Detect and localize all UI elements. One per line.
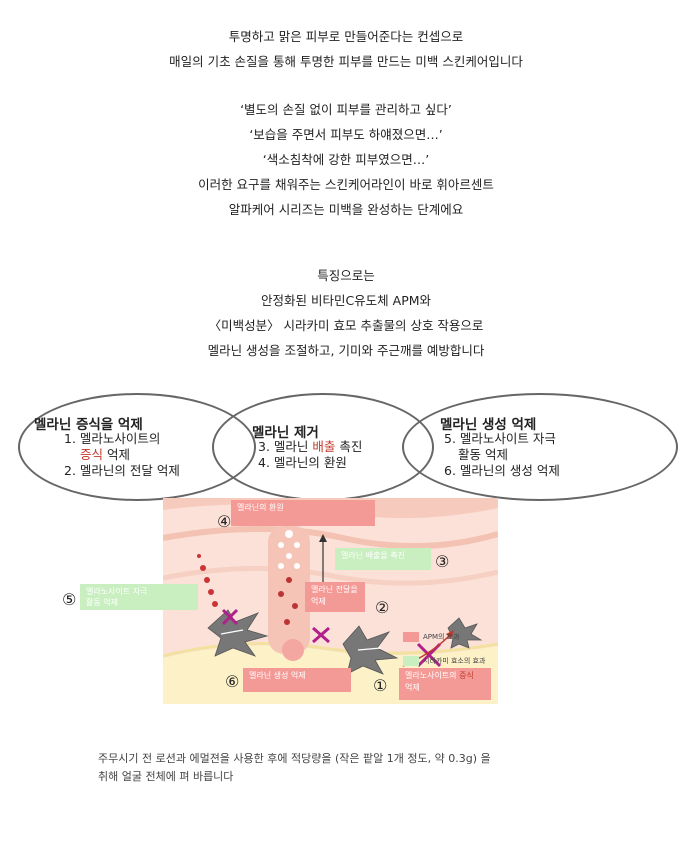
- intro-block-2: ‘별도의 손질 없이 피부를 관리하고 싶다’ ‘보습을 주면서 피부도 하얘졌…: [0, 97, 692, 222]
- oval-right-title: 멜라닌 생성 억제: [440, 417, 537, 433]
- oval-middle-title: 멜라닌 제거: [252, 425, 319, 441]
- step-number-4: ④: [217, 512, 232, 531]
- label-production-inhibition: 멜라닌 생성 억제: [243, 668, 351, 692]
- oval-left-title: 멜라닌 증식을 억제: [34, 417, 143, 433]
- intro-block-3: 특징으로는 안정화된 비타민C유도체 APM와 〈미백성분〉 시라카미 효모 추…: [0, 263, 692, 363]
- oval-left-line1: 1. 멜라노사이트의: [64, 431, 161, 446]
- legend-shirakami-swatch: [403, 656, 419, 666]
- oval-right-line1: 5. 멜라노사이트 자극: [444, 431, 556, 446]
- intro-block-1: 투명하고 맑은 피부로 만들어준다는 컨셉으로 매일의 기초 손질을 통해 투명…: [0, 24, 692, 74]
- intro-line: ‘색소침착에 강한 피부였으면…’: [262, 152, 430, 167]
- oval-right-line3: 6. 멜라닌의 생성 억제: [444, 463, 560, 478]
- oval-right-line2: 활동 억제: [458, 447, 508, 462]
- label-excretion-promotion: 멜라닌 배출을 촉진: [335, 548, 431, 570]
- step-number-1: ①: [373, 676, 388, 695]
- oval-left-line3: 2. 멜라닌의 전달 억제: [64, 463, 180, 478]
- intro-line: 〈미백성분〉 시라카미 효모 추출물의 상호 작용으로: [208, 318, 484, 333]
- intro-line: 멜라닌 생성을 조절하고, 기미와 주근깨를 예방합니다: [207, 343, 485, 358]
- intro-line: 투명하고 맑은 피부로 만들어준다는 컨셉으로: [228, 29, 464, 44]
- oval-middle-line2: 4. 멜라닌의 환원: [258, 455, 347, 470]
- step-number-6: ⑥: [225, 672, 240, 691]
- step-number-5: ⑤: [62, 590, 77, 609]
- intro-line: 알파케어 시리즈는 미백을 완성하는 단계에요: [228, 202, 464, 217]
- highlight-proliferation: 증식: [80, 447, 104, 462]
- intro-line: 이러한 요구를 채워주는 스킨케어라인이 바로 휘아르센트: [198, 177, 494, 192]
- intro-line: 안정화된 비타민C유도체 APM와: [260, 293, 432, 308]
- step-number-3: ③: [435, 552, 450, 571]
- oval-middle-line1: 3. 멜라닌 배출 촉진: [258, 439, 363, 454]
- oval-right: [402, 393, 678, 501]
- intro-line: 매일의 기초 손질을 통해 투명한 피부를 만드는 미백 스킨케어입니다: [169, 54, 523, 69]
- legend-shirakami: 시라카미 효소의 효과: [403, 656, 485, 666]
- usage-instructions: 주무시기 전 로션과 에멀젼을 사용한 후에 적당량을 (작은 팥알 1개 정도…: [98, 752, 491, 783]
- legend-apm-swatch: [403, 632, 419, 642]
- mechanism-ovals: 멜라닌 증식을 억제 1. 멜라노사이트의 증식 억제 2. 멜라닌의 전달 억…: [16, 393, 680, 505]
- label-melanin-reduction: 멜라닌의 환원: [231, 500, 375, 526]
- oval-left-line2: 증식 억제: [80, 447, 130, 462]
- intro-line: ‘보습을 주면서 피부도 하얘졌으면…’: [249, 127, 443, 142]
- step-number-2: ②: [375, 598, 390, 617]
- legend-apm: APM의 효과: [403, 632, 460, 642]
- intro-line: 특징으로는: [317, 268, 375, 283]
- intro-line: ‘별도의 손질 없이 피부를 관리하고 싶다’: [240, 102, 452, 117]
- highlight-excretion: 배출: [312, 439, 336, 454]
